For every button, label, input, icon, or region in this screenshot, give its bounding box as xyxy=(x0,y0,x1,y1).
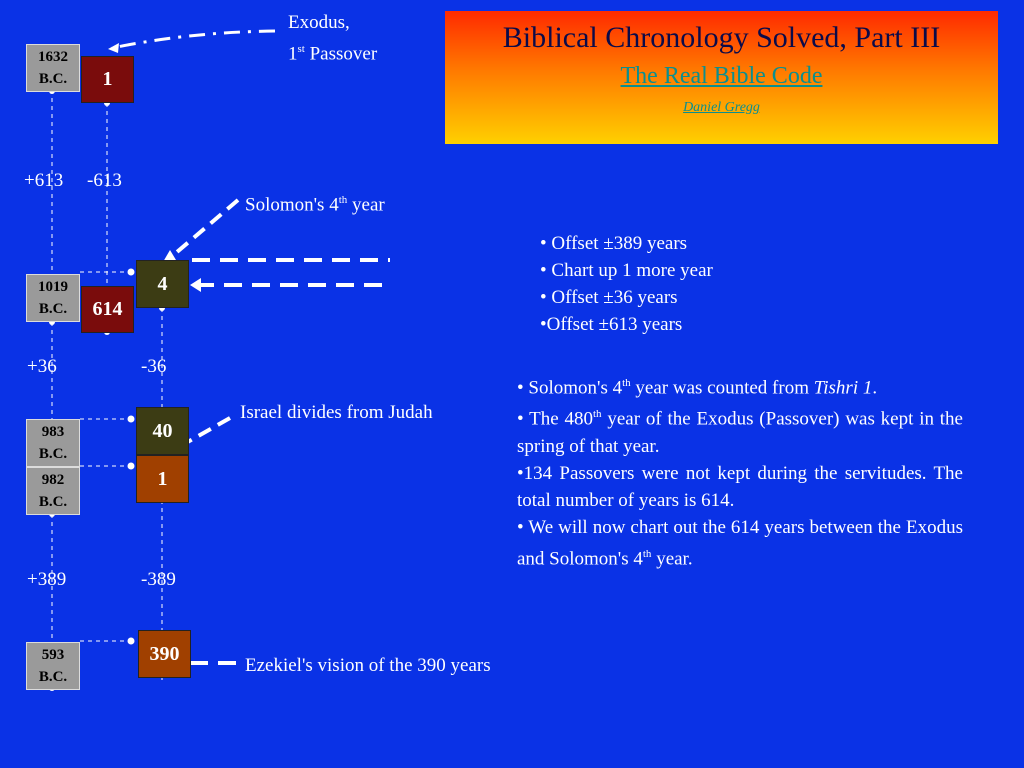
subtitle-link[interactable]: The Real Bible Code xyxy=(620,63,823,89)
date-box-983: 983 B.C. xyxy=(26,419,80,467)
date-era: B.C. xyxy=(38,494,68,510)
steps-list: • Offset ±389 years • Chart up 1 more ye… xyxy=(540,230,713,338)
ezekiel-label: Ezekiel's vision of the 390 years xyxy=(245,655,491,676)
date-box-982: 982 B.C. xyxy=(26,467,80,515)
list-item: • Chart up 1 more year xyxy=(540,260,713,281)
date-box-1019: 1019 B.C. xyxy=(26,274,80,322)
list-item: • Offset ±36 years xyxy=(540,287,678,308)
notes-list: • Solomon's 4th year was counted from Ti… xyxy=(517,370,963,572)
date-year: 593 xyxy=(41,647,65,663)
date-year: 1019 xyxy=(38,279,68,295)
date-era: B.C. xyxy=(38,669,68,685)
offset-minus-389: -389 xyxy=(141,569,176,590)
date-year: 983 xyxy=(41,424,65,440)
list-item: • Offset ±389 years xyxy=(540,233,688,254)
exodus-label: Exodus, 1st Passover xyxy=(288,12,378,65)
list-item: • The 480th year of the Exodus (Passover… xyxy=(517,408,963,457)
offset-minus-613: -613 xyxy=(87,170,122,191)
list-item: • Solomon's 4th year was counted from Ti… xyxy=(517,377,878,399)
year-box-614: 614 xyxy=(81,286,134,333)
date-era: B.C. xyxy=(38,301,68,317)
date-era: B.C. xyxy=(38,71,68,87)
year-box-1-divided: 1 xyxy=(136,455,189,503)
exodus-arrow xyxy=(111,29,276,50)
israel-label: Israel divides from Judah xyxy=(240,402,433,423)
list-item: •134 Passovers were not kept during the … xyxy=(517,462,963,511)
list-item: • We will now chart out the 614 years be… xyxy=(517,516,963,569)
page-title: Biblical Chronology Solved, Part III xyxy=(502,21,941,54)
date-era: B.C. xyxy=(38,446,68,462)
offset-plus-36: +36 xyxy=(27,356,57,377)
author-link[interactable]: Daniel Gregg xyxy=(683,100,760,115)
solomon-label: Solomon's 4th year xyxy=(245,194,385,216)
year-box-1: 1 xyxy=(81,56,134,103)
solomon-arrow xyxy=(168,198,240,260)
date-year: 982 xyxy=(41,472,65,488)
offset-plus-613: +613 xyxy=(24,170,64,191)
year-box-40: 40 xyxy=(136,407,189,455)
date-year: 1632 xyxy=(38,49,68,65)
offset-plus-389: +389 xyxy=(27,569,67,590)
date-box-593: 593 B.C. xyxy=(26,642,80,690)
title-banner: Biblical Chronology Solved, Part III The… xyxy=(445,11,998,144)
offset-minus-36: -36 xyxy=(141,356,167,377)
year-box-390: 390 xyxy=(138,630,191,678)
year-box-4: 4 xyxy=(136,260,189,308)
date-box-1632: 1632 B.C. xyxy=(26,44,80,92)
list-item: •Offset ±613 years xyxy=(540,314,683,335)
